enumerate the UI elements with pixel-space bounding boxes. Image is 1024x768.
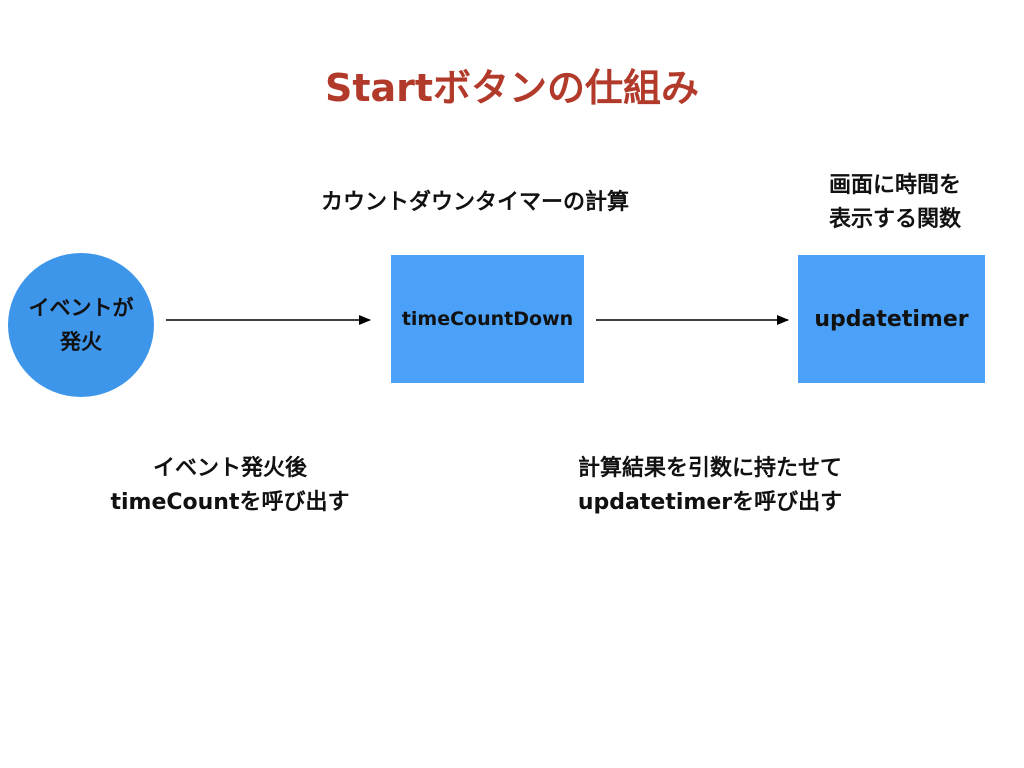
event-node-line-2: 発火	[60, 330, 102, 354]
event-node-line-1: イベントが	[28, 296, 134, 320]
update-caption-line-1: 画面に時間を	[828, 173, 961, 198]
update-node: updatetimer	[798, 255, 985, 383]
countdown-node-label: timeCountDown	[401, 308, 574, 330]
countdown-caption-text: カウントダウンタイマーの計算	[320, 190, 629, 215]
update-node-label: updatetimer	[814, 306, 969, 332]
left-note: イベント発火後 timeCountを呼び出す	[80, 452, 380, 520]
left-note-line-1: イベント発火後	[152, 456, 307, 481]
left-note-line-2: timeCountを呼び出す	[110, 490, 350, 515]
slide-title: Startボタンの仕組み	[324, 66, 700, 110]
update-caption-line-2: 表示する関数	[828, 207, 961, 232]
right-note: 計算結果を引数に持たせて updatetimerを呼び出す	[530, 452, 890, 520]
update-caption: 画面に時間を 表示する関数	[790, 169, 1000, 237]
right-note-line-1: 計算結果を引数に持たせて	[577, 456, 842, 481]
countdown-node: timeCountDown	[391, 255, 584, 383]
event-node: イベントが 発火	[8, 253, 154, 397]
countdown-caption: カウントダウンタイマーの計算	[280, 186, 670, 220]
right-note-line-2: updatetimerを呼び出す	[577, 490, 843, 515]
